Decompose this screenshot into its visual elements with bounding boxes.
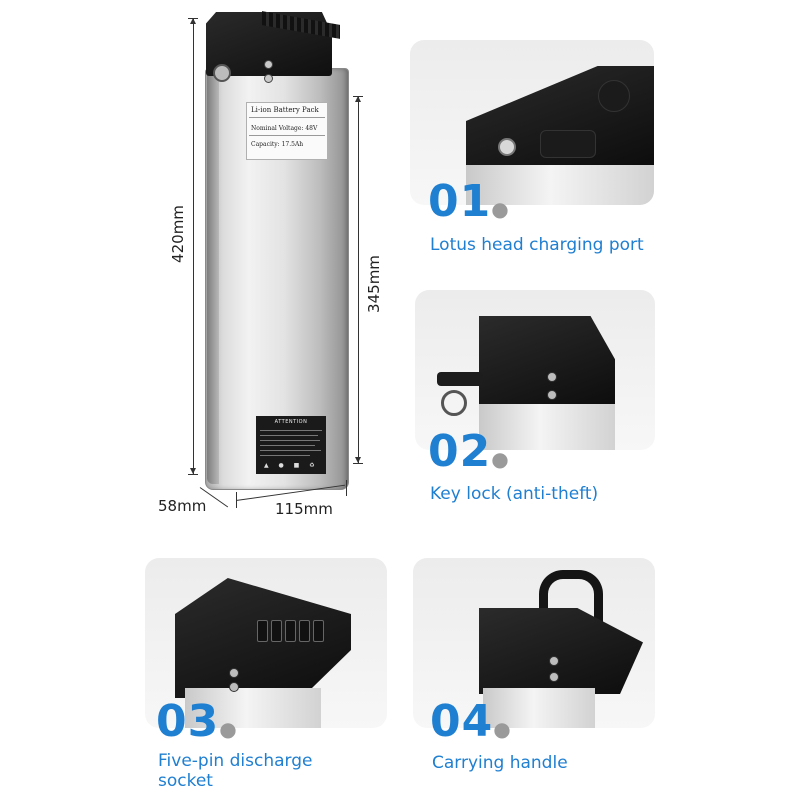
discharge-socket-icon (257, 616, 331, 644)
feature-panel-carrying-handle (413, 558, 655, 728)
feature-number: 02● (428, 426, 510, 477)
battery-illustration: Li-ion Battery Pack Nominal Voltage: 48V… (0, 0, 400, 530)
dimension-label-height-inner: 345mm (365, 255, 383, 313)
battery-spec-label: Li-ion Battery Pack Nominal Voltage: 48V… (246, 102, 328, 160)
feature-panel-key-lock (415, 290, 655, 450)
feature-number: 03● (156, 696, 238, 747)
battery-label-voltage: Nominal Voltage: 48V (251, 125, 318, 132)
feature-panel-charging-port (410, 40, 654, 205)
dimension-line-345 (358, 96, 359, 463)
battery-label-capacity: Capacity: 17.5Ah (251, 141, 304, 148)
dimension-label-width: 115mm (275, 500, 333, 518)
feature-number: 01● (428, 176, 510, 227)
feature-caption: Key lock (anti-theft) (430, 484, 599, 504)
feature-caption: Carrying handle (432, 753, 568, 773)
attention-title: ATTENTION (274, 419, 308, 425)
battery-side (207, 70, 219, 484)
lock-icon (213, 64, 231, 82)
battery-attention-label: ATTENTION ▲ ● ■ ♻ (256, 416, 326, 474)
feature-caption: Five-pin discharge socket (158, 751, 313, 791)
charging-port-icon (498, 138, 516, 156)
certification-icons: ▲ ● ■ ♻ (264, 462, 319, 469)
feature-number: 04● (430, 696, 512, 747)
battery-label-title: Li-ion Battery Pack (251, 106, 319, 114)
feature-panel-discharge-socket (145, 558, 387, 728)
dimension-line-420 (193, 18, 194, 474)
screw-icon (264, 60, 273, 69)
dimension-label-height-total: 420mm (169, 205, 187, 263)
screw-icon (264, 74, 273, 83)
key-icon (437, 372, 483, 386)
feature-caption: Lotus head charging port (430, 235, 644, 255)
dimension-label-depth: 58mm (158, 497, 207, 515)
